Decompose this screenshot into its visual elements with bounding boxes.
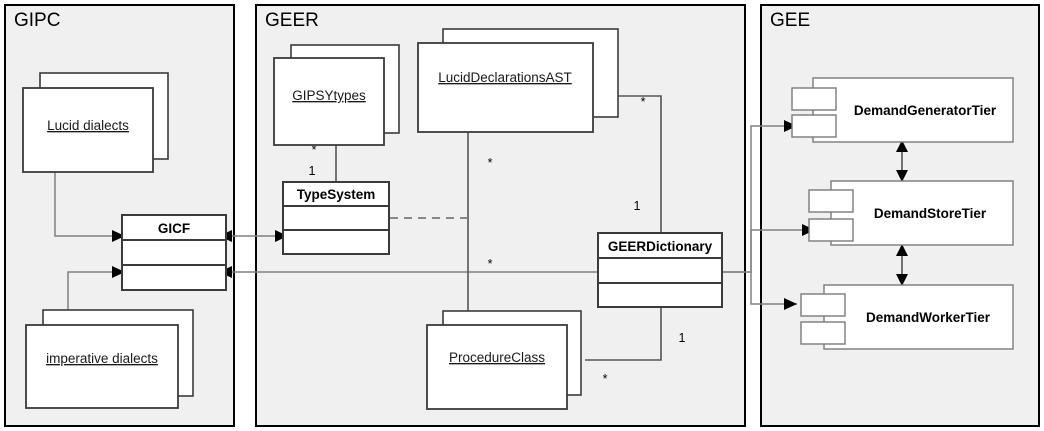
class-geerdictionary[interactable]: GEERDictionary	[597, 232, 723, 308]
instance-procedure-class-label: ProcedureClass	[449, 350, 545, 365]
component-demand-generator-tier-tab-top	[791, 87, 837, 111]
package-gee-label: GEE	[770, 10, 810, 31]
assoc-gicf-typesystem	[219, 230, 288, 242]
instance-gipsytypes[interactable]: GIPSYtypes	[273, 44, 400, 146]
multiplicity-star-gipsytypes: *	[312, 143, 317, 157]
instance-lucid-dialects[interactable]: Lucid dialects	[22, 72, 169, 173]
component-demand-generator-tier[interactable]: DemandGeneratorTier	[791, 77, 1014, 143]
assoc-generator-store	[896, 140, 908, 182]
instance-imperative-dialects-label: imperative dialects	[46, 351, 158, 366]
multiplicity-one-geerdict-bottom: 1	[679, 331, 686, 345]
component-demand-worker-tier-tab-top	[800, 293, 846, 317]
assoc-geerdictionary-gee-tiers	[722, 120, 815, 310]
class-gicf-label: GICF	[158, 221, 190, 236]
assoc-luciddecl-geerdictionary: * 1	[618, 95, 662, 237]
assoc-imperative-dialects-to-gicf	[67, 266, 125, 325]
arrowhead-icon	[112, 266, 125, 278]
arrowhead-icon	[896, 170, 908, 182]
instance-lucid-declarations-ast-front	[417, 42, 594, 133]
multiplicity-one-geerdict-top: 1	[634, 199, 641, 213]
instance-lucid-dialects-front	[22, 87, 154, 173]
class-geerdictionary-border	[597, 232, 723, 308]
multiplicity-star-geerdict-top: *	[641, 95, 646, 109]
class-typesystem-label: TypeSystem	[297, 187, 376, 202]
component-demand-generator-tier-body	[812, 77, 1014, 143]
component-demand-store-tier-body	[830, 180, 1014, 246]
instance-imperative-dialects-front	[25, 324, 179, 409]
component-demand-worker-tier-label: DemandWorkerTier	[866, 310, 991, 325]
component-demand-generator-tier-tab-bottom	[791, 114, 837, 138]
assoc-procedureclass-geerdictionary: 1 *	[585, 303, 686, 386]
arrowhead-icon	[275, 230, 288, 242]
instance-imperative-dialects[interactable]: imperative dialects	[25, 309, 194, 409]
component-demand-store-tier[interactable]: DemandStoreTier	[808, 180, 1014, 246]
instance-procedure-class-front	[426, 324, 568, 410]
assoc-gipsytypes-typesystem: * 1	[309, 143, 337, 182]
arrowhead-icon	[784, 298, 797, 310]
instance-gipsytypes-front	[273, 57, 385, 146]
class-geerdictionary-label: GEERDictionary	[608, 239, 713, 254]
package-geer-label: GEER	[265, 10, 319, 31]
class-typesystem[interactable]: TypeSystem	[282, 181, 390, 255]
component-demand-store-tier-label: DemandStoreTier	[874, 206, 987, 221]
arrowhead-icon	[784, 120, 797, 132]
arrowhead-icon	[896, 274, 908, 286]
assoc-lucid-dialects-to-gicf	[54, 172, 125, 242]
multiplicity-one-typesystem: 1	[309, 164, 316, 178]
assoc-store-worker	[896, 244, 908, 286]
component-demand-store-tier-tab-bottom	[808, 218, 854, 242]
multiplicity-star-luciddecl-lower: *	[488, 257, 493, 271]
arrowhead-icon	[112, 230, 125, 242]
multiplicity-star-procedureclass: *	[603, 372, 608, 386]
arrowhead-icon	[896, 244, 908, 256]
arrowhead-icon	[896, 140, 908, 152]
assoc-luciddecl-procedureclass: * *	[467, 132, 493, 316]
instance-lucid-declarations-ast-label: LucidDeclarationsAST	[438, 70, 572, 85]
instance-lucid-dialects-label: Lucid dialects	[47, 118, 129, 133]
class-gicf-border	[121, 214, 227, 291]
instance-gipsytypes-label: GIPSYtypes	[292, 88, 366, 103]
component-demand-store-tier-tab-top	[808, 189, 854, 213]
package-gipc-label: GIPC	[14, 10, 60, 31]
multiplicity-star-luciddecl: *	[488, 156, 493, 170]
component-demand-worker-tier-tab-bottom	[800, 321, 846, 345]
component-demand-worker-tier[interactable]: DemandWorkerTier	[800, 284, 1014, 350]
class-typesystem-border	[282, 181, 390, 255]
instance-procedure-class[interactable]: ProcedureClass	[426, 310, 582, 410]
component-demand-worker-tier-body	[823, 284, 1014, 350]
component-demand-generator-tier-label: DemandGeneratorTier	[854, 103, 997, 118]
class-gicf[interactable]: GICF	[121, 214, 227, 291]
instance-lucid-declarations-ast[interactable]: LucidDeclarationsAST	[417, 28, 619, 133]
